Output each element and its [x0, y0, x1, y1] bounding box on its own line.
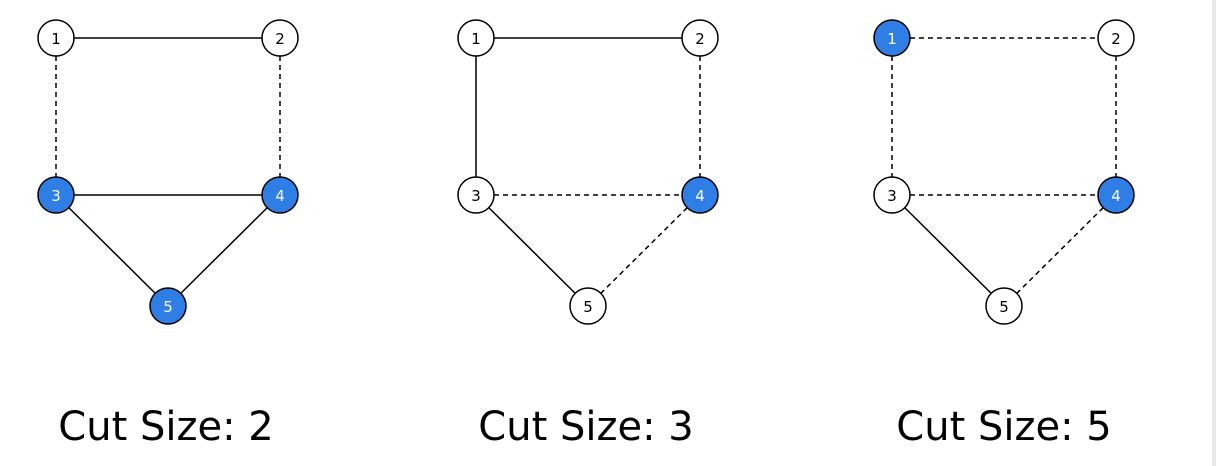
edge-3-5	[475, 194, 589, 307]
node-label: 3	[887, 187, 897, 205]
node-circle	[681, 176, 719, 214]
node-label: 5	[163, 298, 173, 316]
node-5: 5	[149, 287, 187, 325]
right-divider	[1212, 0, 1216, 466]
node-circle	[457, 19, 495, 57]
node-label: 3	[51, 187, 61, 205]
node-5: 5	[569, 287, 607, 325]
node-circle	[873, 176, 911, 214]
node-4: 4	[1097, 176, 1135, 214]
edge-3-5	[55, 194, 169, 307]
node-1: 1	[457, 19, 495, 57]
node-label: 5	[999, 298, 1009, 316]
node-label: 2	[695, 30, 705, 48]
node-2: 2	[261, 19, 299, 57]
node-1: 1	[37, 19, 75, 57]
cut-edge-4-5	[587, 194, 701, 307]
cut-edge-4-5	[1003, 194, 1117, 307]
node-3: 3	[873, 176, 911, 214]
node-circle	[681, 19, 719, 57]
node-label: 5	[583, 298, 593, 316]
edge-3-5	[891, 194, 1005, 307]
node-circle	[1097, 176, 1135, 214]
node-label: 2	[275, 30, 285, 48]
edge-4-5	[167, 194, 281, 307]
node-circle	[1097, 19, 1135, 57]
node-4: 4	[681, 176, 719, 214]
node-circle	[149, 287, 187, 325]
node-label: 4	[1111, 187, 1121, 205]
node-circle	[457, 176, 495, 214]
node-label: 2	[1111, 30, 1121, 48]
node-3: 3	[457, 176, 495, 214]
node-2: 2	[681, 19, 719, 57]
node-3: 3	[37, 176, 75, 214]
node-label: 1	[51, 30, 61, 48]
node-label: 4	[275, 187, 285, 205]
node-5: 5	[985, 287, 1023, 325]
node-circle	[261, 19, 299, 57]
node-circle	[37, 176, 75, 214]
node-4: 4	[261, 176, 299, 214]
node-label: 3	[471, 187, 481, 205]
node-label: 1	[887, 30, 897, 48]
node-circle	[985, 287, 1023, 325]
node-label: 1	[471, 30, 481, 48]
cut-size-caption: Cut Size: 2	[58, 404, 273, 450]
node-circle	[261, 176, 299, 214]
cut-size-caption: Cut Size: 3	[478, 404, 693, 450]
node-2: 2	[1097, 19, 1135, 57]
cut-size-caption: Cut Size: 5	[896, 404, 1111, 450]
node-circle	[37, 19, 75, 57]
node-circle	[569, 287, 607, 325]
node-label: 4	[695, 187, 705, 205]
node-circle	[873, 19, 911, 57]
node-1: 1	[873, 19, 911, 57]
